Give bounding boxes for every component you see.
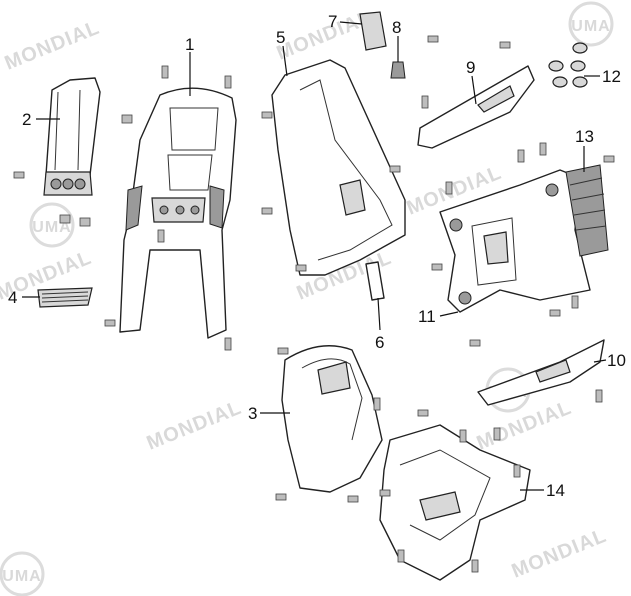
leader-line-11 [439,311,459,317]
part-10-side-panel [477,339,605,406]
part-4-grille [37,287,93,308]
leader-line-10 [593,359,607,363]
part-1-front-shield [119,87,237,339]
uma-logo-icon: UMA [0,551,45,596]
uma-logo-text: UMA [2,568,41,585]
bolt-icon [417,409,429,417]
leader-line-5 [282,45,288,77]
nut-icon [59,214,71,224]
part-11-floor-panel [439,169,591,313]
bolt-icon [161,65,169,79]
part-14-under-cover [379,424,531,581]
callout-11: 11 [418,307,436,326]
bolt-icon [379,489,391,497]
uma-logo-icon: UMA [568,1,614,47]
uma-logo-icon: UMA [29,202,75,248]
part-7-label [359,11,387,51]
bolt-icon [459,429,467,443]
bolt-icon [261,111,273,119]
bolt-icon [493,427,501,441]
bolt-icon [517,149,525,163]
callout-4: 4 [8,288,17,307]
leader-lines [22,21,607,491]
callout-5: 5 [276,28,285,47]
bolt-icon [603,155,615,163]
callout-6: 6 [375,333,384,352]
part-8-fastener [390,61,406,79]
bolt-icon [224,337,232,351]
bolt-icon [373,397,381,411]
callout-1: 1 [185,35,194,54]
bolt-icon [261,207,273,215]
watermark-brand: MONDIAL [144,397,245,455]
bolt-icon [571,295,579,309]
bolt-icon [445,181,453,195]
bolt-icon [549,309,561,317]
callout-3: 3 [248,404,257,423]
bolt-icon [295,264,307,272]
bolt-icon [104,319,116,327]
bolt-set [13,35,615,573]
leader-line-7 [339,21,363,25]
bolt-icon [13,171,25,179]
part-5-leg-shield [271,59,406,276]
callout-12: 12 [602,67,621,86]
bolt-icon [389,165,401,173]
bolt-icon [397,549,405,563]
part-13-mat [565,164,609,257]
leader-line-9 [471,75,477,105]
watermark-brand: MONDIAL [509,525,610,583]
callout-14: 14 [546,481,565,500]
callout-labels: 1 2 3 4 5 6 7 8 9 10 11 12 13 14 [8,12,626,500]
bolt-icon [469,339,481,347]
bolt-icon [427,35,439,43]
bolt-icon [347,495,359,503]
watermark-brand: MONDIAL [2,17,103,75]
nut-icon [79,217,91,227]
bolt-icon [421,95,429,109]
bolt-icon [499,41,511,49]
leader-line-6 [377,297,381,331]
bolt-icon [157,229,165,243]
bolt-icon [431,263,443,271]
callout-10: 10 [607,351,626,370]
callout-8: 8 [392,18,401,37]
part-9-side-rail [417,65,535,149]
part-6-plate [365,261,385,301]
bolt-icon [539,142,547,156]
callout-2: 2 [22,110,31,129]
part-12-caps [548,42,588,88]
bolt-icon [595,389,603,403]
nut-icon [121,114,133,124]
bolt-icon [224,75,232,89]
callout-13: 13 [575,127,594,146]
part-3-inner-panel [281,345,383,493]
uma-logo-text: UMA [571,18,610,35]
callout-7: 7 [328,12,337,31]
part-2-cover [43,77,101,196]
bolt-icon [277,347,289,355]
bolt-icon [275,493,287,501]
bolt-icon [471,559,479,573]
callout-9: 9 [466,58,475,77]
bolt-icon [513,464,521,478]
